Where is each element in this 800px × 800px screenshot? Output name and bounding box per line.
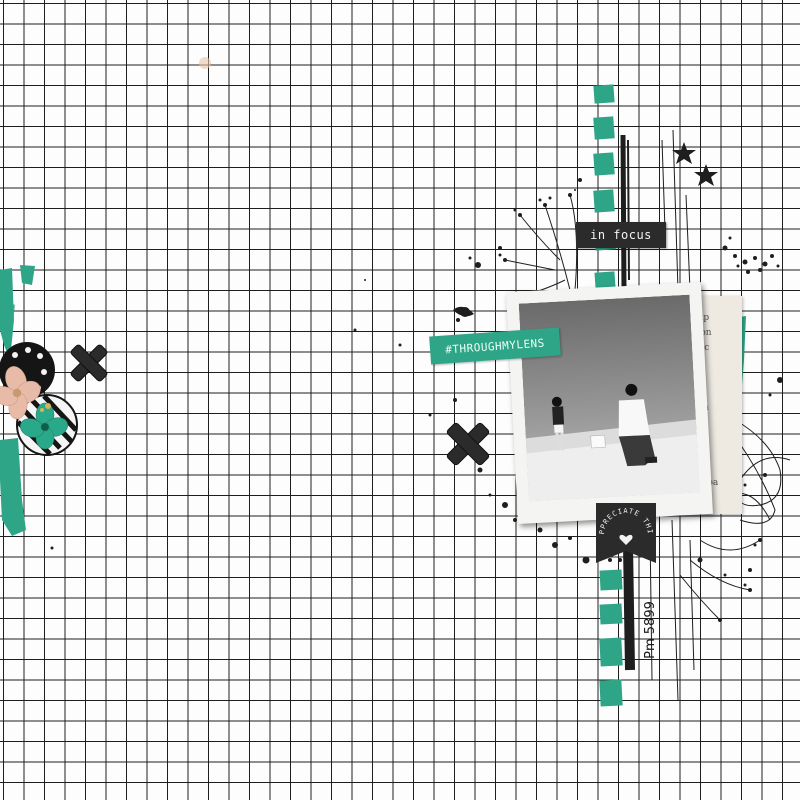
svg-text:APPRECIATE THIS: APPRECIATE THIS xyxy=(594,501,654,535)
star-icon xyxy=(672,142,718,186)
flower-icon xyxy=(0,366,41,420)
photo-frame xyxy=(506,282,713,524)
man-figure xyxy=(618,383,658,467)
heart-icon xyxy=(619,534,633,545)
stain-dot xyxy=(199,57,211,69)
x-sticker-icon xyxy=(446,422,490,466)
flower-cluster xyxy=(0,342,78,456)
green-paint-stroke-left xyxy=(0,265,35,536)
photo xyxy=(518,294,700,502)
x-sticker-icon xyxy=(70,344,108,382)
number-value: 5899 xyxy=(642,601,658,635)
in-focus-tag: in focus xyxy=(576,222,666,248)
leaf-icon xyxy=(453,306,474,317)
black-vertical-strokes xyxy=(620,129,695,701)
botanical-branches xyxy=(504,194,761,621)
number-stamp: Pm 5899 xyxy=(620,601,680,659)
butterfly-icon xyxy=(722,236,780,274)
photo-scene xyxy=(518,294,700,502)
woman-figure xyxy=(551,396,565,451)
appreciate-banner: APPRECIATE THIS xyxy=(594,501,658,565)
banner-text: APPRECIATE THIS xyxy=(594,501,654,535)
number-prefix: Pm xyxy=(642,638,658,659)
